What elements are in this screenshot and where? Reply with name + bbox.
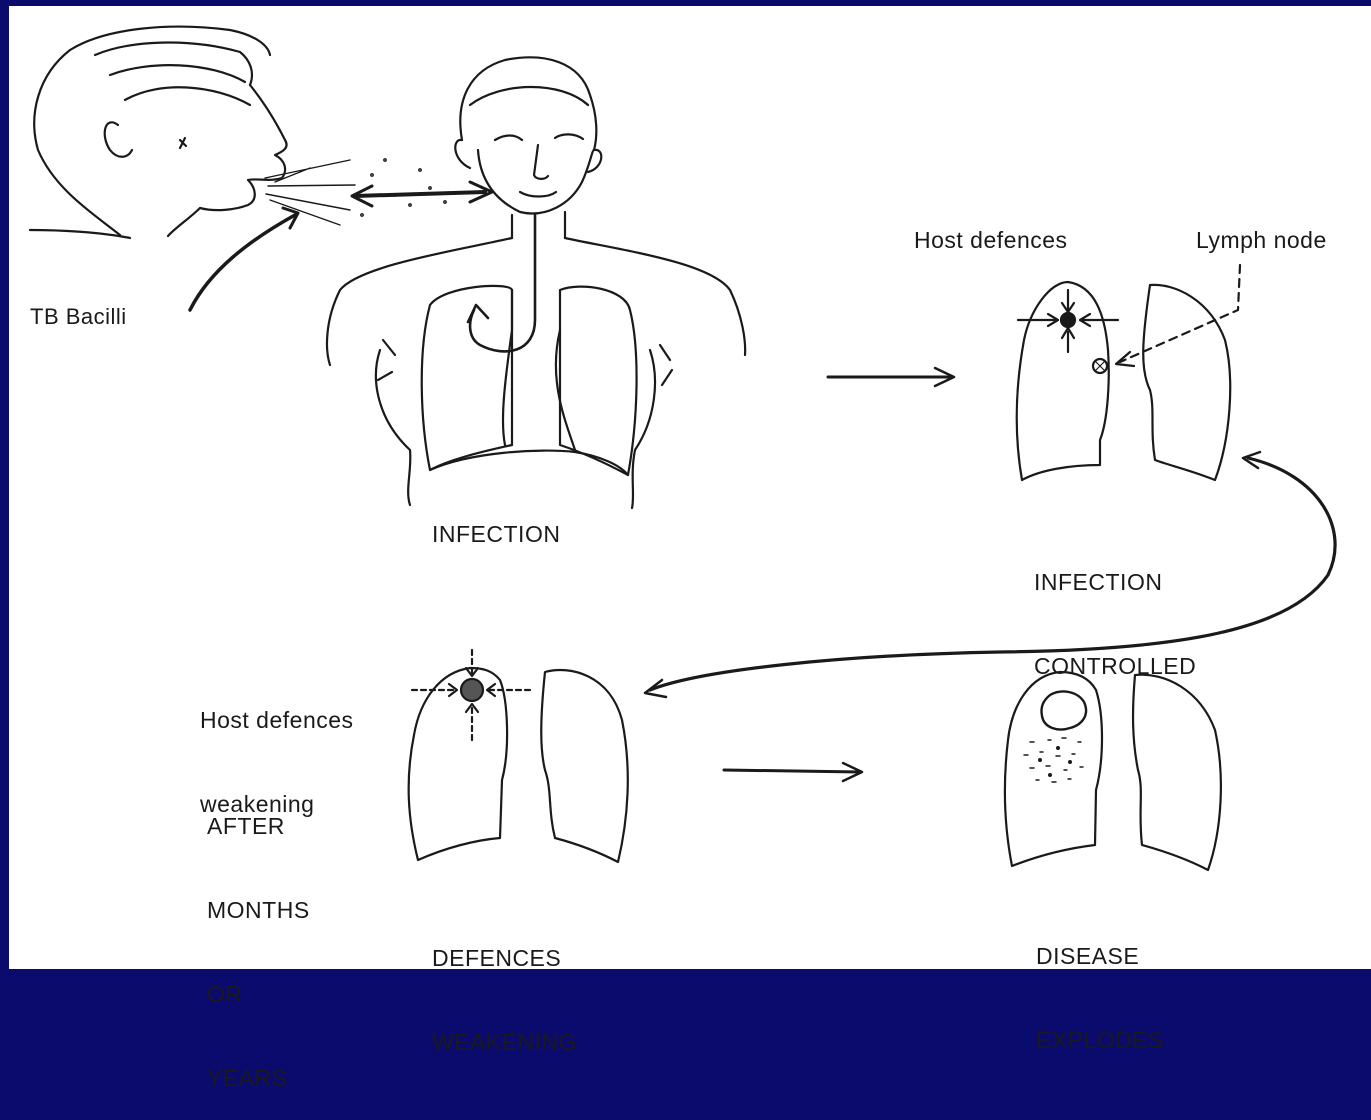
- host-defences-weakening-line-1: Host defences: [200, 706, 354, 734]
- defences-weakening-line-1: DEFENCES: [432, 944, 577, 972]
- infection-label: INFECTION: [432, 520, 560, 548]
- months-line: MONTHS: [207, 896, 310, 924]
- infection-controlled-line-2: CONTROLLED: [1034, 652, 1196, 680]
- lungs-defences-weakening: [409, 650, 628, 862]
- defences-weakening-label: DEFENCES WEAKENING: [432, 888, 577, 1084]
- transmission-arrow: [352, 182, 492, 206]
- infected-person-illustration: [327, 57, 745, 508]
- disease-explodes-label: DISEASE EXPLODES: [1036, 886, 1164, 1082]
- or-line: OR: [207, 980, 310, 1008]
- lungs-infection-controlled: [1017, 265, 1240, 480]
- host-defences-label: Host defences: [914, 226, 1068, 254]
- disease-explodes-line-1: DISEASE: [1036, 942, 1164, 970]
- defences-weakening-line-2: WEAKENING: [432, 1028, 577, 1056]
- disease-explodes-line-2: EXPLODES: [1036, 1026, 1164, 1054]
- tb-bacilli-label: TB Bacilli: [30, 303, 127, 331]
- years-line: YEARS: [207, 1064, 310, 1092]
- coughing-person-illustration: [30, 27, 298, 310]
- lymph-node-label: Lymph node: [1196, 226, 1327, 254]
- after-line: AFTER: [207, 812, 310, 840]
- progression-arrow-1: [828, 368, 954, 386]
- progression-arrow-3: [724, 763, 862, 781]
- after-months-or-years-label: AFTER MONTHS OR YEARS: [207, 756, 310, 1120]
- infection-controlled-line-1: INFECTION: [1034, 568, 1196, 596]
- infection-controlled-label: INFECTION CONTROLLED: [1034, 512, 1196, 708]
- progression-arrow-2: [645, 452, 1335, 697]
